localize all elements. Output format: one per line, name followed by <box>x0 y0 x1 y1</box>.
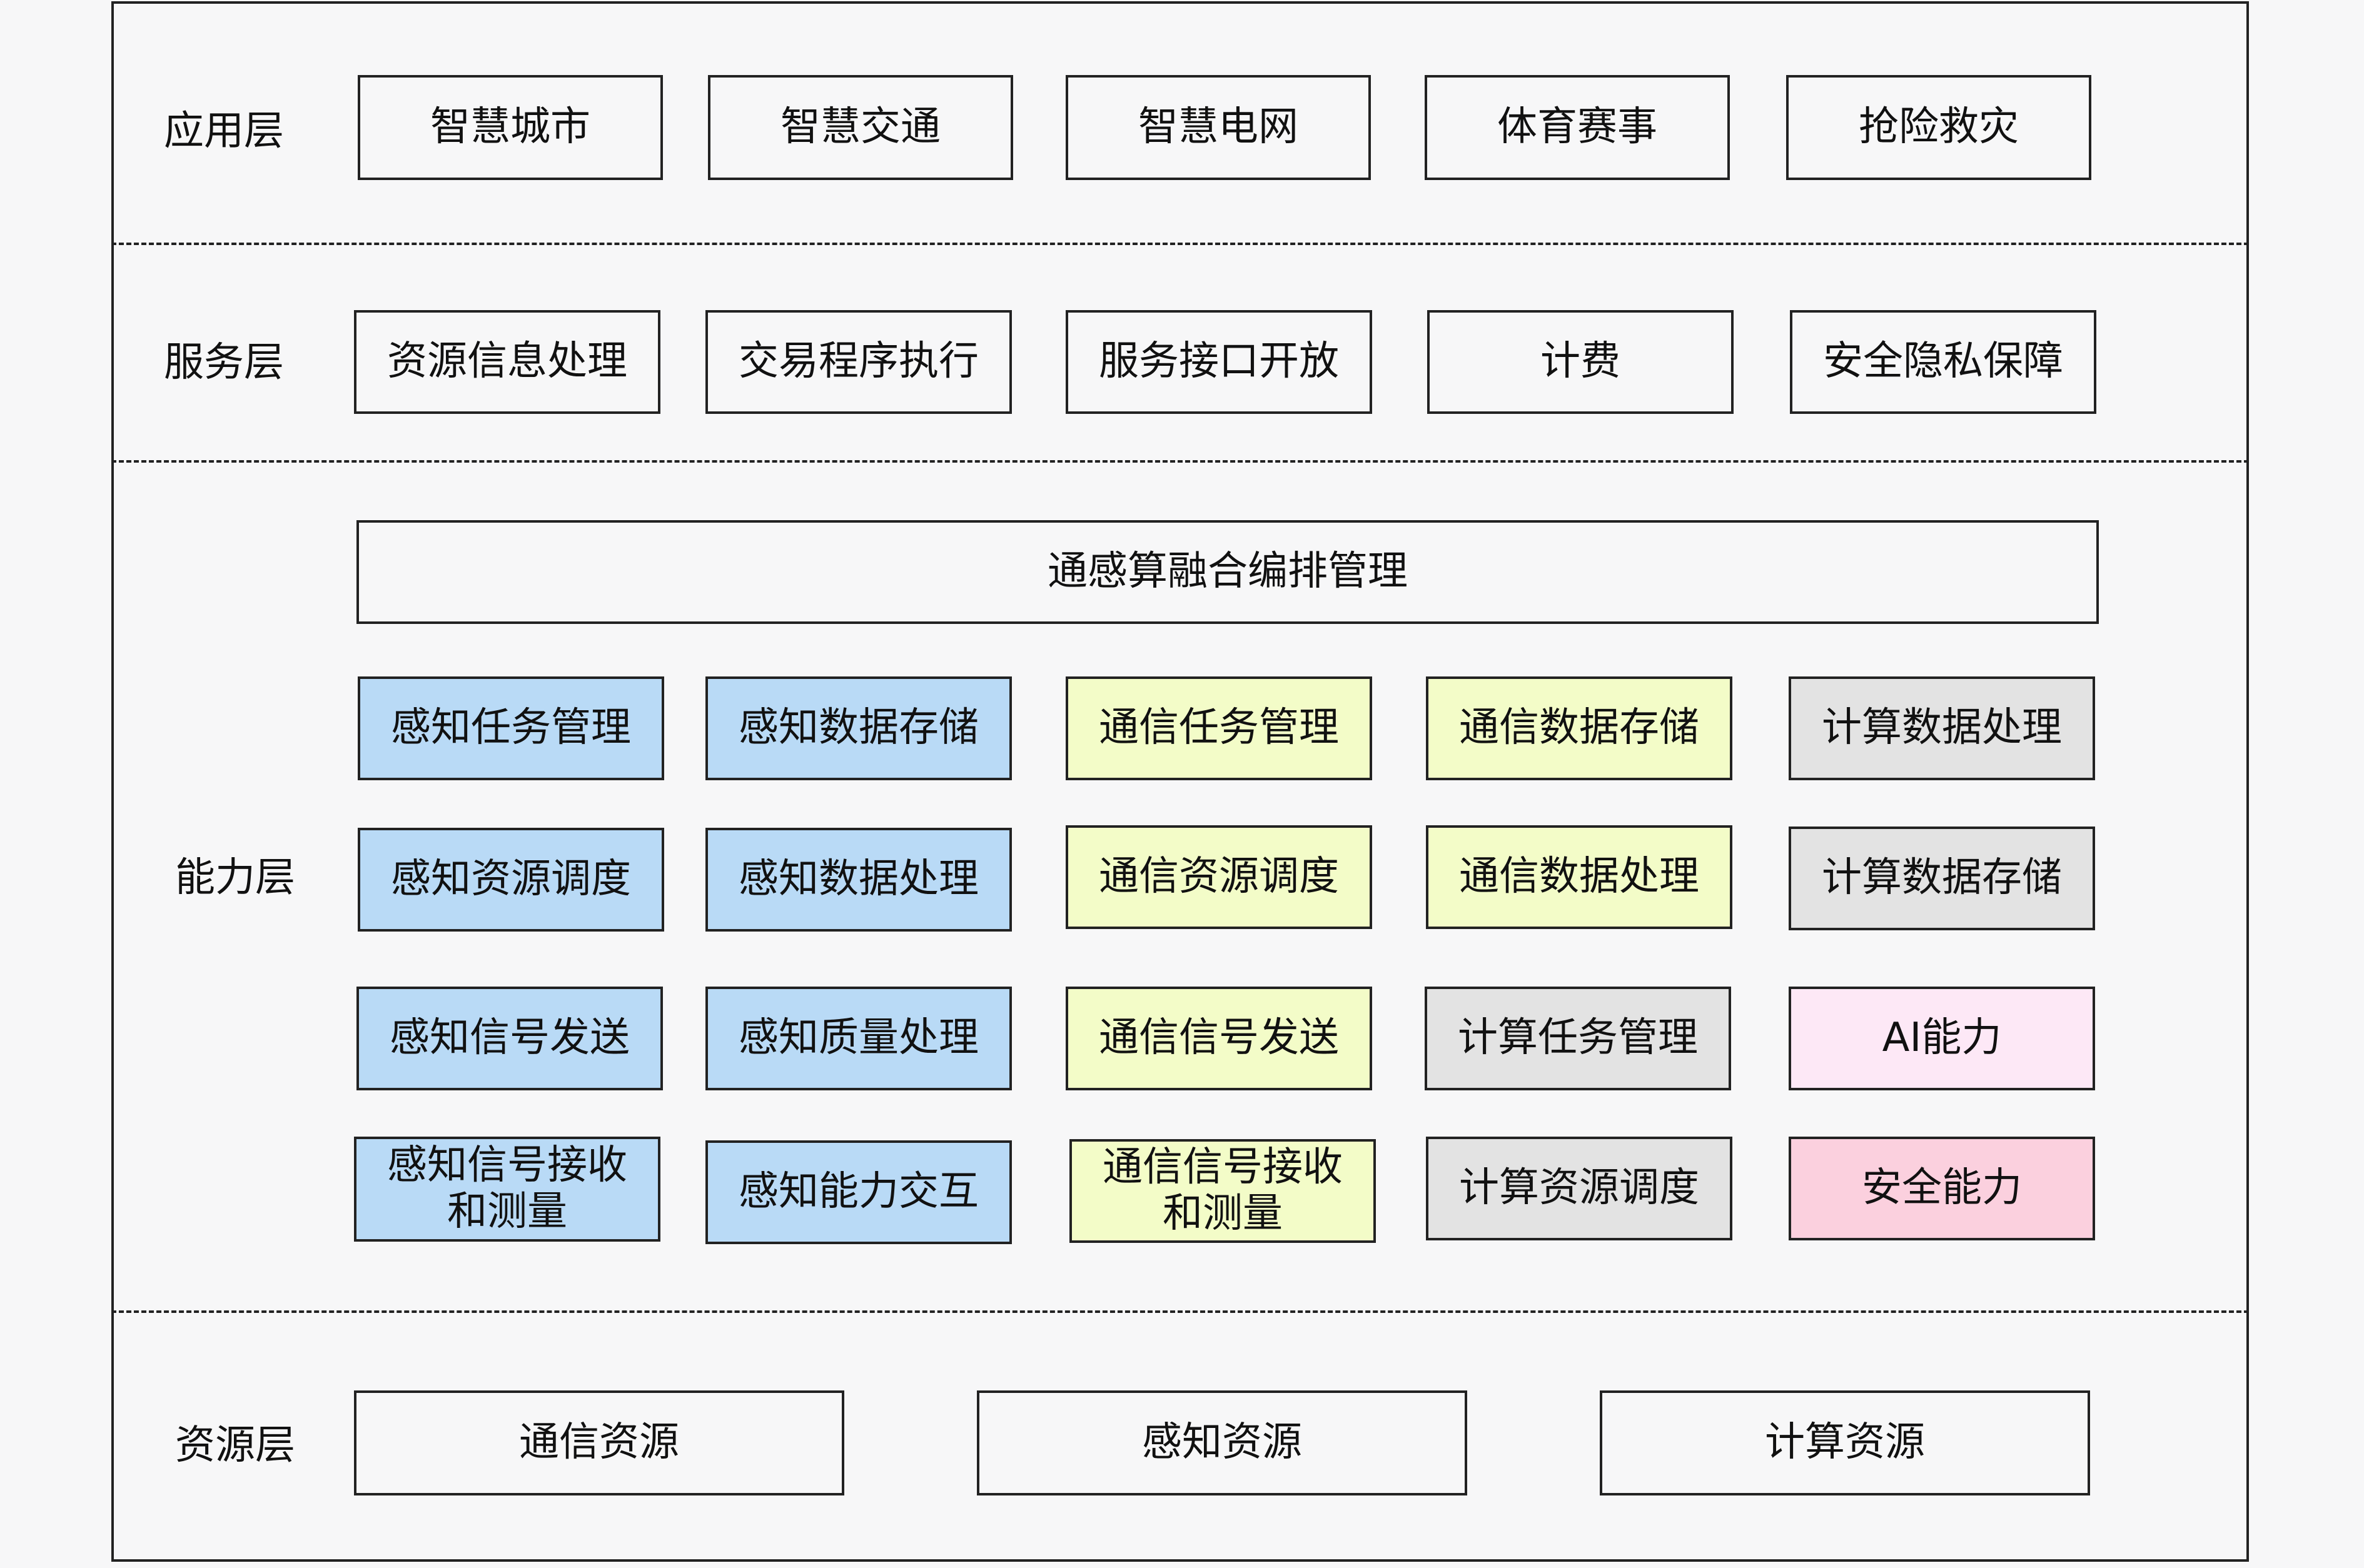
orchestration-management-box: 通感算融合编排管理 <box>356 520 2099 624</box>
computing-task-management: 计算任务管理 <box>1425 987 1731 1090</box>
ai-capability: AI能力 <box>1789 987 2095 1090</box>
app-smart-grid: 智慧电网 <box>1066 75 1371 180</box>
app-smart-city: 智慧城市 <box>358 75 663 180</box>
service-security-privacy: 安全隐私保障 <box>1790 310 2096 414</box>
security-capability: 安全能力 <box>1789 1137 2095 1240</box>
service-transaction-execution: 交易程序执行 <box>705 310 1012 414</box>
app-emergency-rescue: 抢险救灾 <box>1786 75 2091 180</box>
sensing-signal-reception-measurement: 感知信号接收 和测量 <box>354 1137 660 1242</box>
architecture-frame <box>111 1 2249 1562</box>
resource-computing: 计算资源 <box>1600 1390 2090 1495</box>
sensing-capability-interaction: 感知能力交互 <box>705 1140 1012 1244</box>
computing-data-storage: 计算数据存储 <box>1789 827 2095 930</box>
layer-divider-application-service <box>111 243 2249 245</box>
service-resource-info-processing: 资源信息处理 <box>354 310 660 414</box>
resource-sensing: 感知资源 <box>977 1390 1467 1495</box>
layer-divider-capability-resource <box>111 1310 2249 1313</box>
sensing-resource-scheduling: 感知资源调度 <box>358 828 664 932</box>
sensing-data-storage: 感知数据存储 <box>705 676 1012 780</box>
application-layer-label: 应用层 <box>164 108 284 154</box>
sensing-task-management: 感知任务管理 <box>358 676 664 780</box>
communication-resource-scheduling: 通信资源调度 <box>1066 825 1372 929</box>
service-interface-opening: 服务接口开放 <box>1066 310 1372 414</box>
sensing-data-processing: 感知数据处理 <box>705 828 1012 932</box>
resource-communication: 通信资源 <box>354 1390 844 1495</box>
communication-data-processing: 通信数据处理 <box>1426 825 1732 929</box>
communication-signal-reception-measurement: 通信信号接收 和测量 <box>1069 1139 1376 1243</box>
resource-layer-label: 资源层 <box>175 1422 295 1469</box>
capability-layer-label: 能力层 <box>175 855 295 901</box>
communication-signal-transmission: 通信信号发送 <box>1066 987 1372 1090</box>
communication-data-storage: 通信数据存储 <box>1426 676 1732 780</box>
layer-divider-service-capability <box>111 460 2249 463</box>
app-sports-events: 体育赛事 <box>1425 75 1730 180</box>
app-smart-transport: 智慧交通 <box>708 75 1013 180</box>
computing-resource-scheduling: 计算资源调度 <box>1426 1137 1732 1240</box>
sensing-quality-processing: 感知质量处理 <box>705 987 1012 1090</box>
computing-data-processing: 计算数据处理 <box>1789 676 2095 780</box>
sensing-signal-transmission: 感知信号发送 <box>356 987 663 1090</box>
service-layer-label: 服务层 <box>164 339 284 386</box>
communication-task-management: 通信任务管理 <box>1066 676 1372 780</box>
service-billing: 计费 <box>1427 310 1734 414</box>
